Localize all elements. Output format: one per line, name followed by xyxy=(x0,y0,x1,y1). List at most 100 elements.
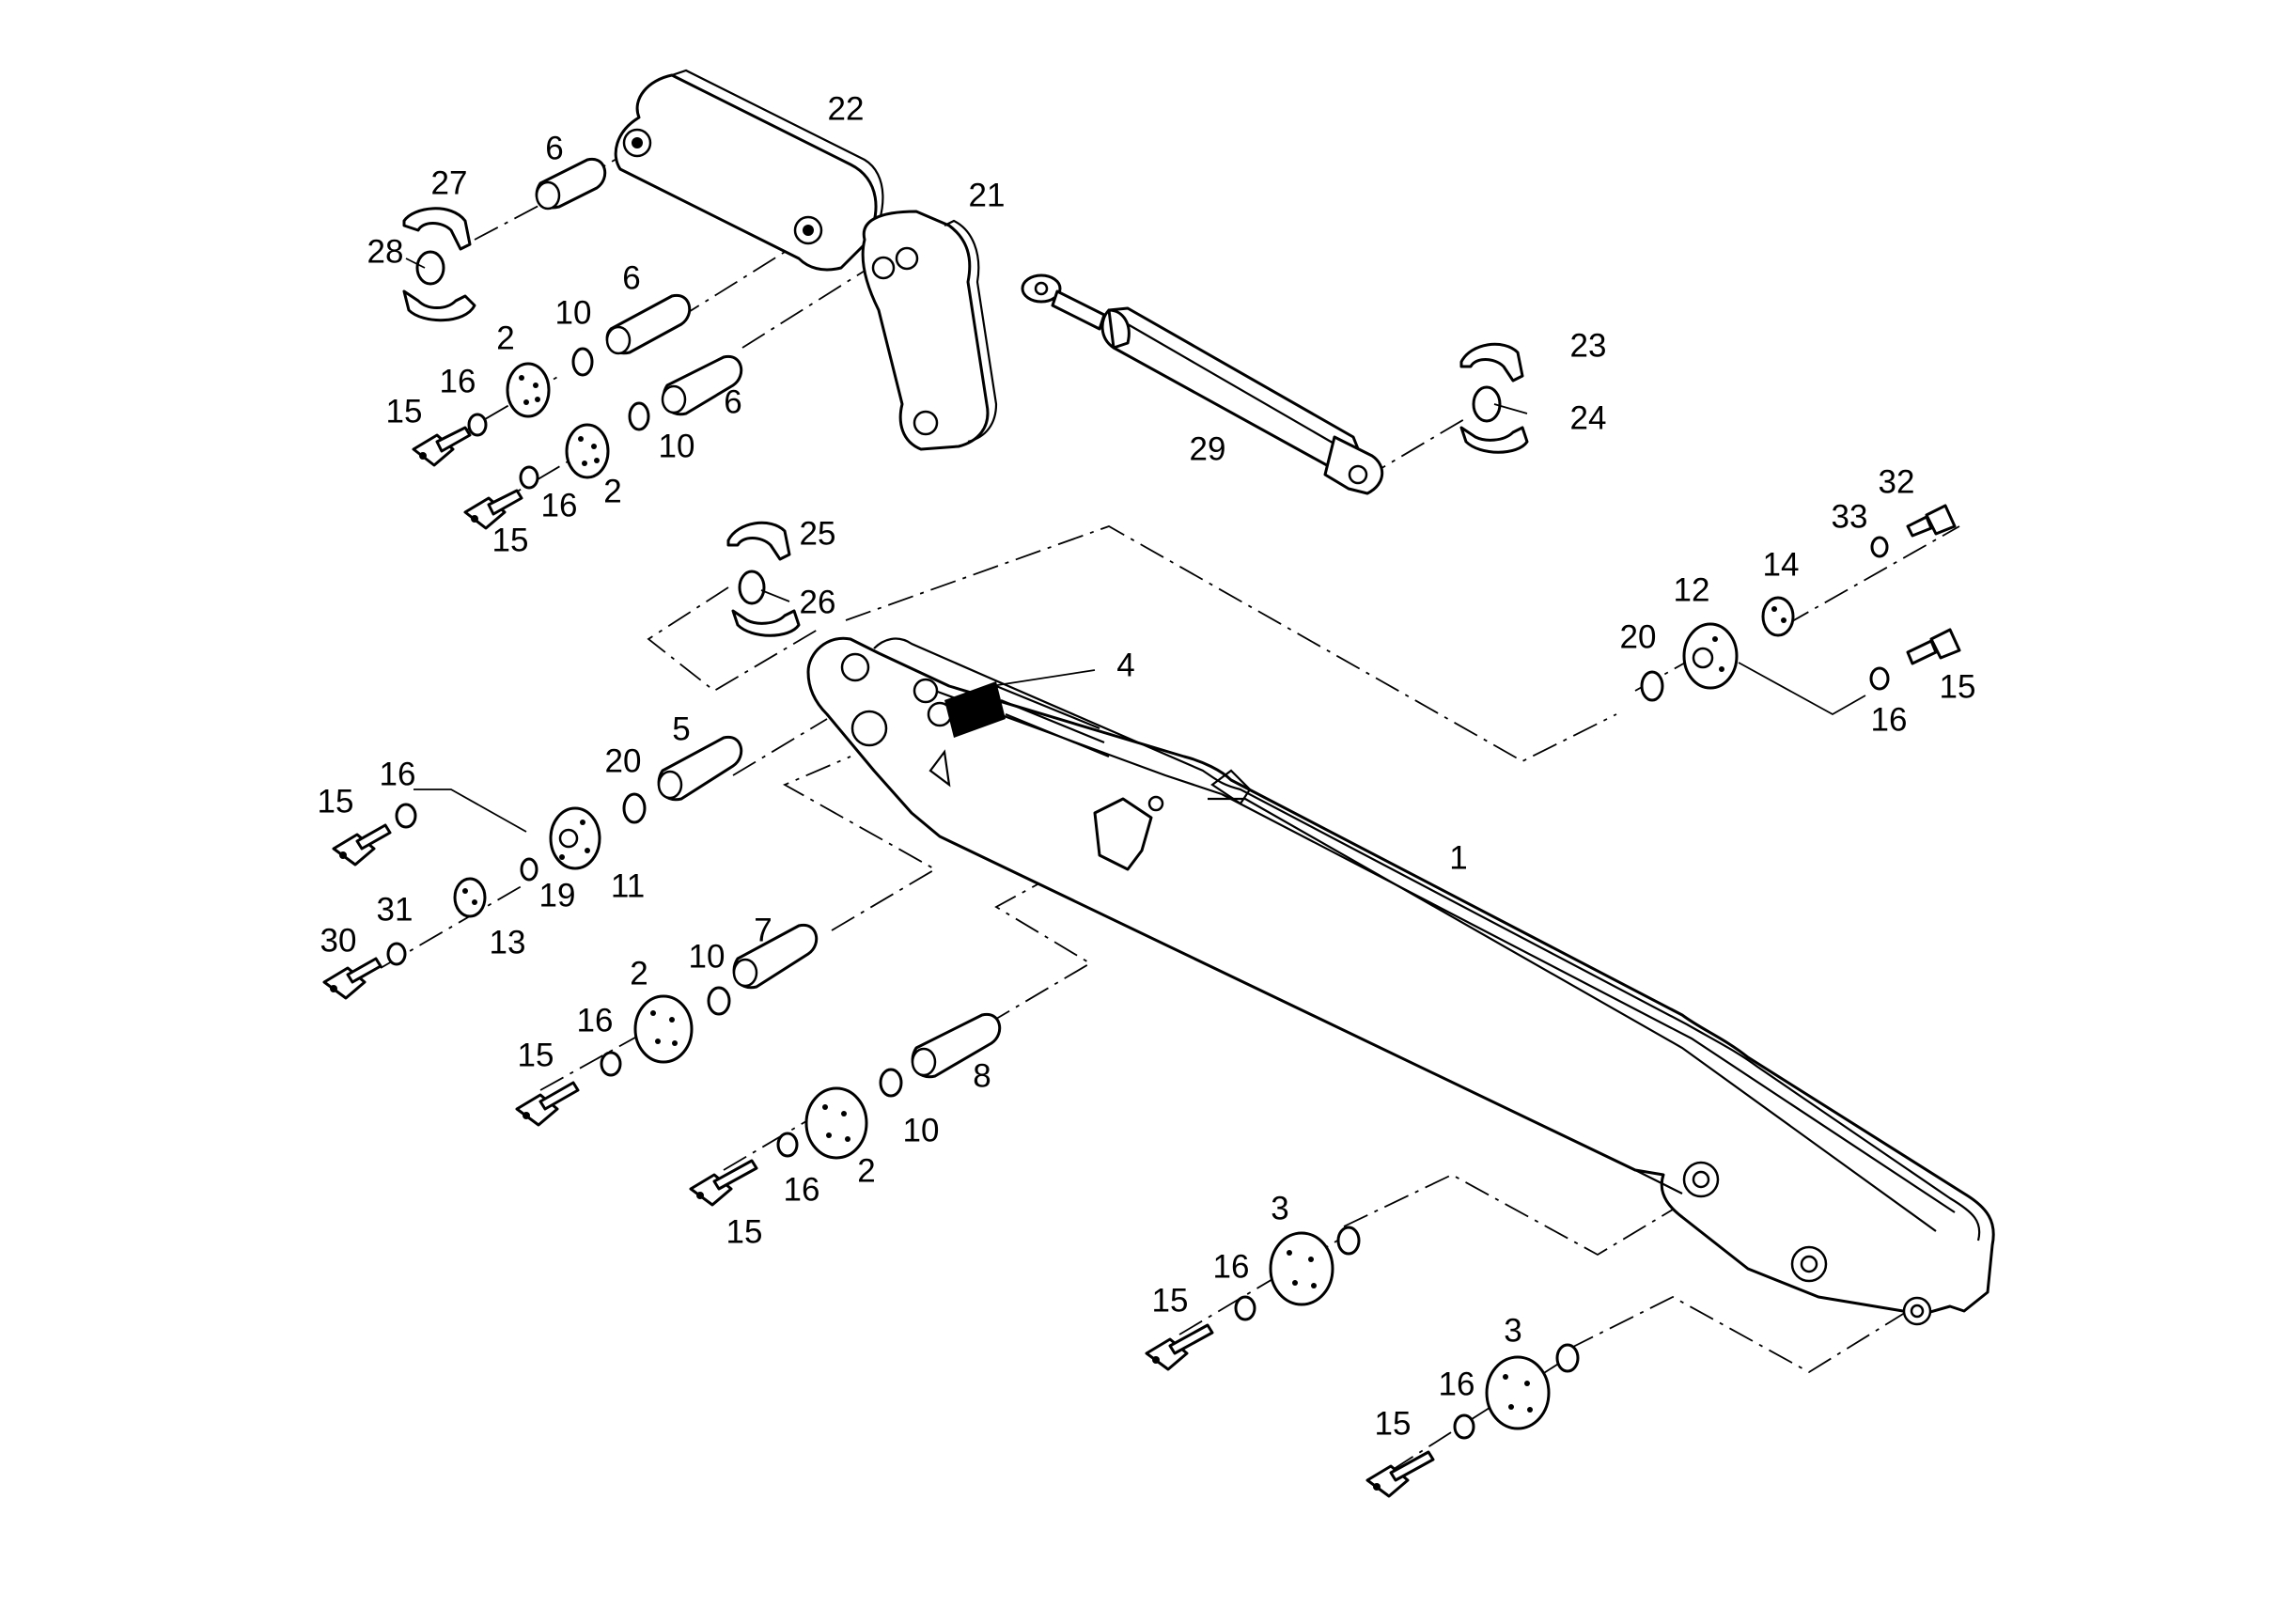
o-ring-part-19 xyxy=(520,857,538,882)
label-16-c: 16 xyxy=(380,756,416,792)
disc-part-2-b xyxy=(565,423,610,479)
leader-12-to-16 xyxy=(1738,662,1866,716)
label-2-a: 2 xyxy=(496,320,514,356)
clamp-part-23 xyxy=(1459,342,1529,454)
washer-part-16-e xyxy=(776,1132,799,1158)
bolt-part-15-e xyxy=(689,1159,758,1207)
label-1: 1 xyxy=(1449,839,1467,876)
leader-label-26 xyxy=(760,589,790,602)
pin-part-5 xyxy=(657,735,743,802)
leader-15-to-3-lower xyxy=(1390,1362,1561,1472)
label-10-a: 10 xyxy=(555,294,592,331)
label-16-h: 16 xyxy=(1871,701,1908,738)
leader-7-to-boom xyxy=(782,756,937,931)
label-20-b: 20 xyxy=(1620,618,1657,655)
leader-16-to-11 xyxy=(413,789,527,833)
label-15-b: 15 xyxy=(492,522,529,558)
leader-6b-to-22 xyxy=(676,248,790,320)
label-2-d: 2 xyxy=(857,1152,875,1189)
boom-part-1 xyxy=(806,636,1995,1326)
disc-part-14 xyxy=(1761,596,1795,637)
pin-part-8 xyxy=(911,1012,1002,1079)
hatched-plate-part-4 xyxy=(944,681,1110,758)
label-6-top: 6 xyxy=(545,130,563,166)
leader-top-pin-to-bracket xyxy=(845,525,1617,763)
label-19: 19 xyxy=(539,877,576,914)
bolt-part-15-f xyxy=(1145,1323,1214,1371)
label-10-c: 10 xyxy=(689,938,726,975)
o-ring-part-10-f xyxy=(1555,1343,1580,1373)
bolt-part-15-b xyxy=(463,489,523,530)
leader-6c-to-21 xyxy=(741,267,870,349)
label-20-a: 20 xyxy=(605,742,642,779)
label-30: 30 xyxy=(320,922,357,959)
label-21: 21 xyxy=(969,177,1006,213)
washer-part-16-d xyxy=(600,1051,622,1077)
pins xyxy=(535,157,1002,1079)
o-ring-part-10-b xyxy=(628,401,650,431)
washer-part-16-h xyxy=(1869,666,1890,691)
leader-label-28 xyxy=(405,258,426,269)
disc-part-3-b xyxy=(1485,1355,1551,1430)
label-26: 26 xyxy=(800,584,836,620)
disc-part-2-a xyxy=(506,362,551,418)
label-16-g: 16 xyxy=(1439,1366,1475,1402)
disc-part-2-d xyxy=(804,1086,868,1160)
leader-15-to-3-upper xyxy=(1178,1230,1354,1335)
label-2-b: 2 xyxy=(603,473,621,509)
o-rings xyxy=(520,347,1664,1373)
label-2-c: 2 xyxy=(630,955,648,992)
part-labels: 22 6 27 21 28 6 10 2 16 6 15 10 2 16 15 … xyxy=(318,90,1976,1442)
label-12: 12 xyxy=(1674,571,1710,608)
label-29: 29 xyxy=(1190,430,1226,467)
label-16-b: 16 xyxy=(541,487,578,523)
washer-part-31 xyxy=(386,942,407,966)
label-15-f: 15 xyxy=(1152,1282,1189,1319)
bracket-part-21 xyxy=(861,210,998,451)
bolt-part-15-h xyxy=(1906,628,1961,665)
label-32: 32 xyxy=(1879,463,1915,500)
label-16-f: 16 xyxy=(1213,1248,1250,1285)
leader-33-to-32 xyxy=(1785,525,1960,626)
clamp-part-27 xyxy=(402,207,476,322)
washer-part-16-c xyxy=(395,803,417,829)
washer-part-16-g xyxy=(1453,1413,1475,1440)
label-25: 25 xyxy=(800,515,836,552)
o-ring-part-10-a xyxy=(571,347,594,377)
o-ring-part-10-d xyxy=(879,1068,903,1098)
label-15-c: 15 xyxy=(318,783,354,820)
leader-5-to-boom xyxy=(732,718,828,776)
washer-part-33 xyxy=(1870,536,1889,558)
label-11: 11 xyxy=(611,867,645,904)
bolt-part-32 xyxy=(1906,504,1957,538)
label-22: 22 xyxy=(828,90,865,127)
label-16-d: 16 xyxy=(577,1002,614,1038)
leader-3-to-boom-lower xyxy=(1568,1295,1909,1374)
bolt-part-15-c xyxy=(332,823,392,867)
label-10-b: 10 xyxy=(659,428,695,464)
label-28: 28 xyxy=(367,233,404,270)
clamps xyxy=(402,207,1529,637)
label-8: 8 xyxy=(973,1057,991,1094)
label-33: 33 xyxy=(1832,498,1868,535)
label-23: 23 xyxy=(1570,327,1607,364)
cylinder-part-29 xyxy=(1021,273,1384,495)
disc-part-2-c xyxy=(633,994,694,1064)
bolt-part-15-g xyxy=(1365,1450,1435,1498)
pin-part-7 xyxy=(732,923,819,990)
label-31: 31 xyxy=(377,891,413,928)
label-15-g: 15 xyxy=(1375,1405,1412,1442)
bolt-part-15-a xyxy=(412,426,472,467)
o-ring-part-10-e xyxy=(1336,1226,1361,1256)
pin-part-6-mid xyxy=(605,293,692,355)
label-4: 4 xyxy=(1116,647,1134,683)
label-16-e: 16 xyxy=(784,1171,820,1208)
label-3-b: 3 xyxy=(1504,1312,1521,1349)
pin-part-6-top xyxy=(535,157,607,211)
label-15-e: 15 xyxy=(726,1213,763,1250)
washer-part-16-f xyxy=(1234,1295,1256,1321)
label-15-a: 15 xyxy=(386,393,423,429)
bolts xyxy=(322,426,1961,1498)
label-16-a: 16 xyxy=(440,363,476,399)
